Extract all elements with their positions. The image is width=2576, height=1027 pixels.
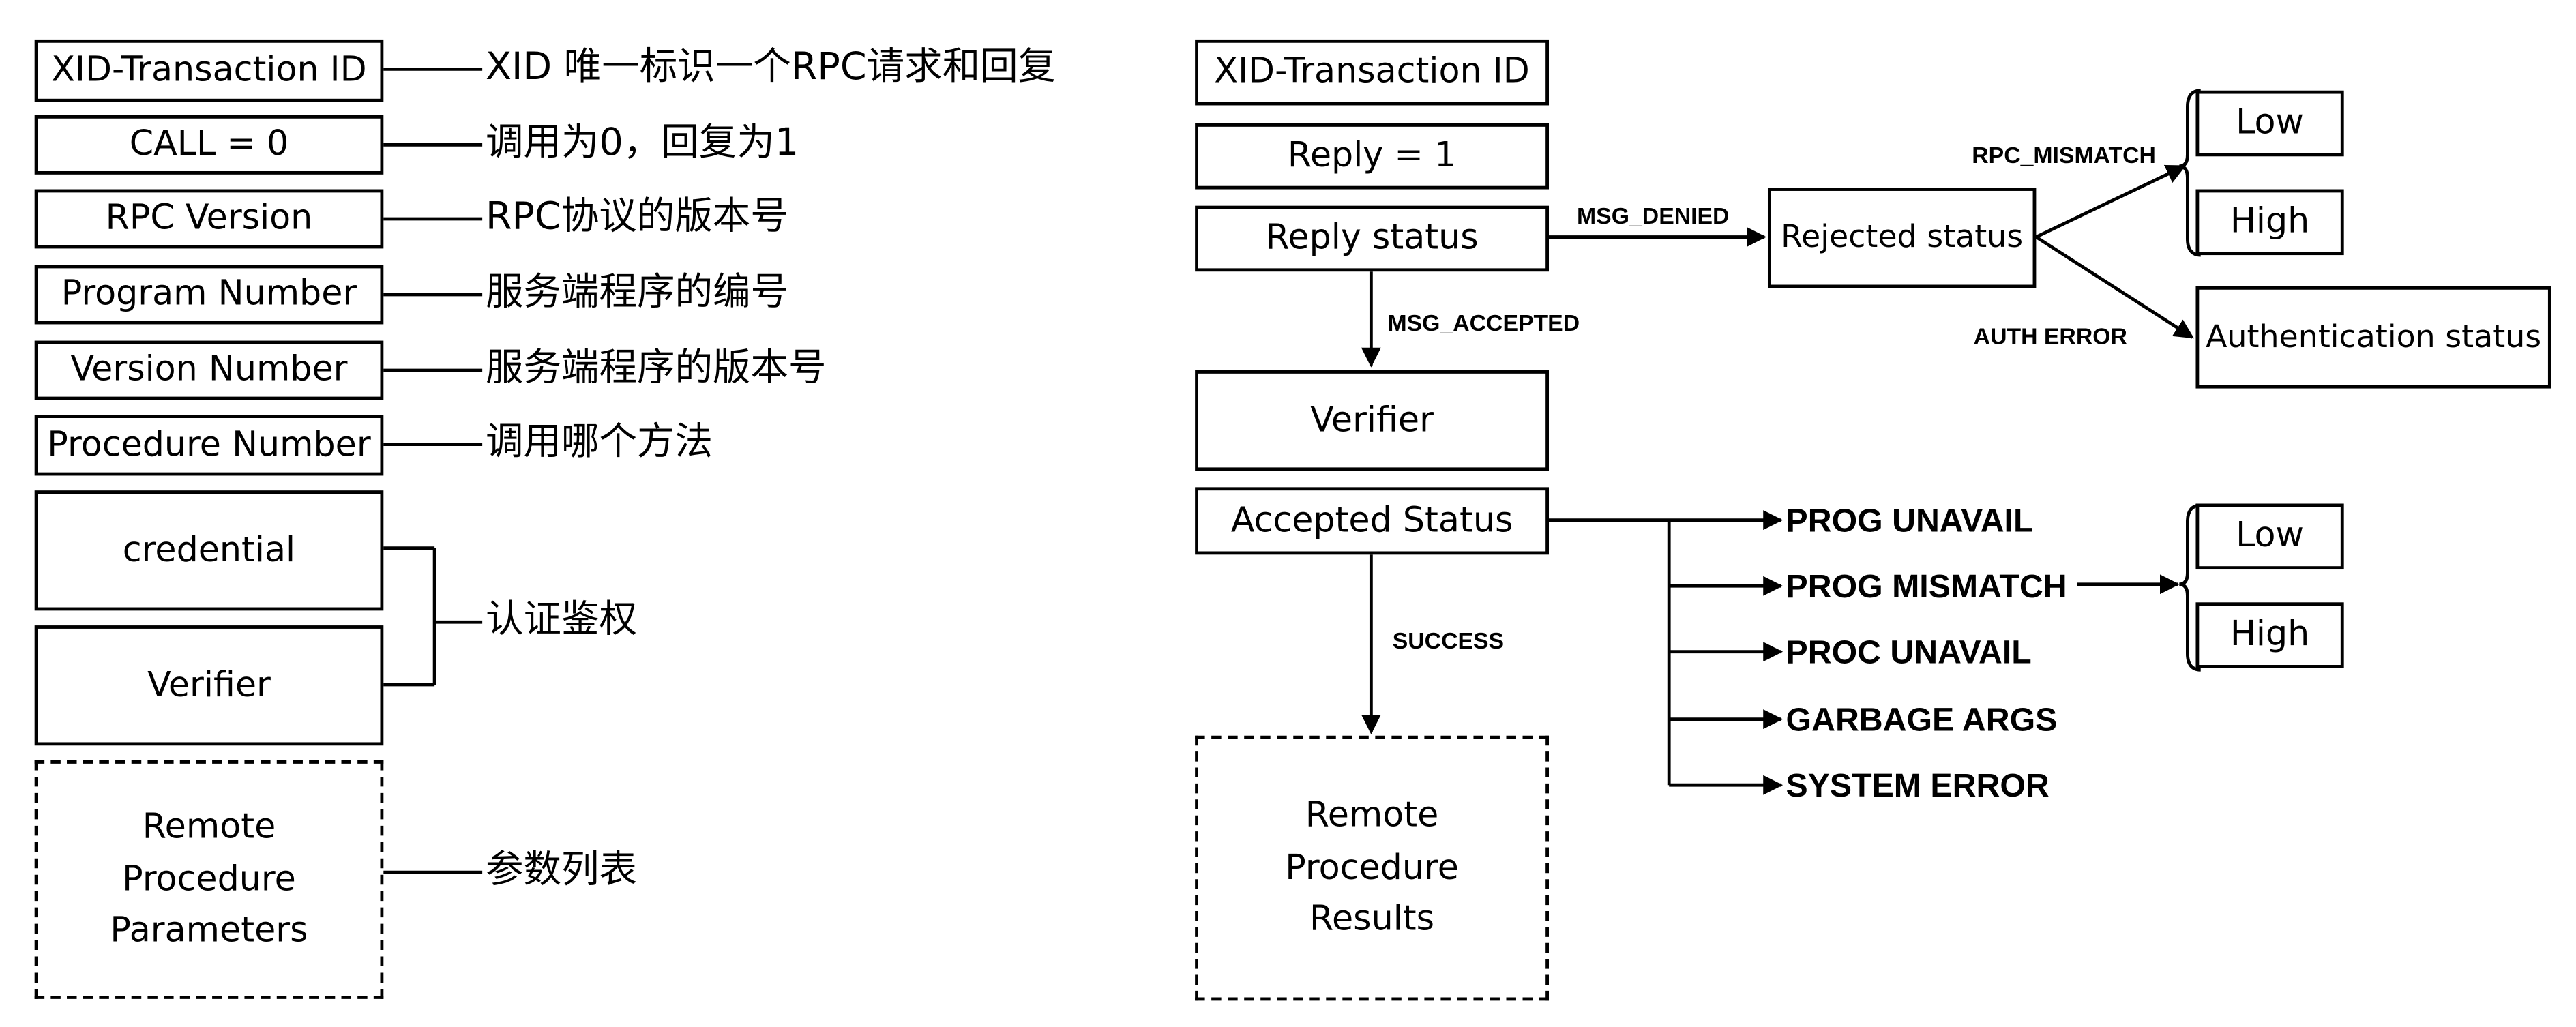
remote-procedure-results: Remote Procedure Results — [1195, 735, 1550, 1001]
auth-note: 认证鉴权 — [485, 599, 637, 642]
reply-verifier-field: Verifier — [1195, 370, 1550, 471]
msg-denied-label: MSG_DENIED — [1577, 202, 1730, 229]
procedure-number-field: Procedure Number — [34, 415, 384, 476]
rpc-mismatch-label: RPC_MISMATCH — [1972, 141, 2156, 168]
mismatch-low-box: Low — [2195, 503, 2344, 570]
rpc-version-note: RPC协议的版本号 — [485, 196, 788, 239]
procedure-number-note: 调用哪个方法 — [485, 421, 713, 464]
rejected-low-box: Low — [2195, 90, 2344, 157]
reply-type-field: Reply = 1 — [1195, 123, 1550, 190]
version-number-field: Version Number — [34, 340, 384, 400]
rejected-status-box: Rejected status — [1767, 188, 2037, 288]
version-number-note: 服务端程序的版本号 — [485, 347, 827, 390]
msg-accepted-label: MSG_ACCEPTED — [1387, 309, 1580, 336]
proc-unavail-status: PROC UNAVAIL — [1786, 635, 2032, 672]
parameters-note: 参数列表 — [485, 849, 637, 893]
mismatch-high-box: High — [2195, 602, 2344, 668]
accepted-status-field: Accepted Status — [1195, 487, 1550, 555]
reply-xid-field: XID-Transaction ID — [1195, 39, 1550, 106]
program-number-field: Program Number — [34, 265, 384, 325]
rejected-high-box: High — [2195, 189, 2344, 256]
credential-field: credential — [34, 490, 384, 611]
prog-unavail-status: PROG UNAVAIL — [1786, 503, 2034, 540]
rpc-version-field: RPC Version — [34, 189, 384, 249]
prog-mismatch-status: PROG MISMATCH — [1786, 569, 2067, 606]
call-verifier-field: Verifier — [34, 625, 384, 746]
reply-status-field: Reply status — [1195, 205, 1550, 272]
remote-procedure-parameters: Remote Procedure Parameters — [34, 760, 384, 999]
call-type-field: CALL = 0 — [34, 115, 384, 175]
garbage-args-status: GARBAGE ARGS — [1786, 702, 2058, 739]
authentication-status-box: Authentication status — [2195, 286, 2551, 389]
call-xid-field: XID-Transaction ID — [34, 39, 384, 102]
program-number-note: 服务端程序的编号 — [485, 271, 789, 314]
system-error-status: SYSTEM ERROR — [1786, 769, 2049, 805]
success-label: SUCCESS — [1392, 627, 1505, 654]
call-xid-note: XID 唯一标识一个RPC请求和回复 — [485, 46, 1056, 89]
auth-error-label: AUTH ERROR — [1973, 323, 2127, 349]
call-type-note: 调用为0，回复为1 — [485, 121, 799, 165]
